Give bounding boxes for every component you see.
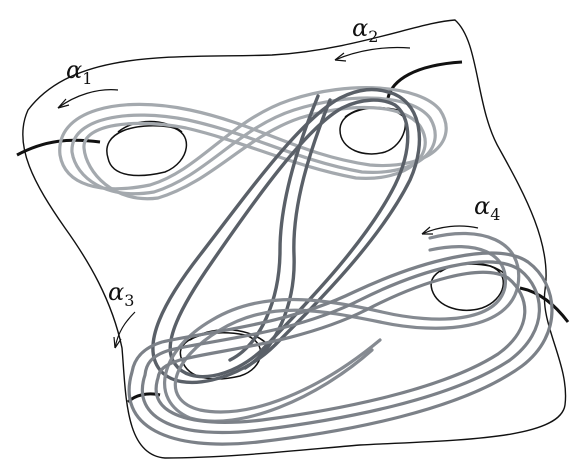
- hole-top-left: [107, 122, 187, 176]
- curve-alpha1: [60, 88, 446, 199]
- arrow-alpha2: [335, 48, 410, 62]
- label-alpha2: α2: [352, 14, 378, 46]
- hole-top-right: [340, 107, 405, 154]
- label-alpha4: α4: [474, 192, 500, 224]
- boundary-arc-top: [388, 62, 462, 98]
- label-alpha1: α1: [66, 56, 92, 88]
- label-alpha3: α3: [108, 278, 134, 310]
- curve-alpha3: [129, 253, 552, 444]
- arrow-alpha1: [58, 90, 118, 108]
